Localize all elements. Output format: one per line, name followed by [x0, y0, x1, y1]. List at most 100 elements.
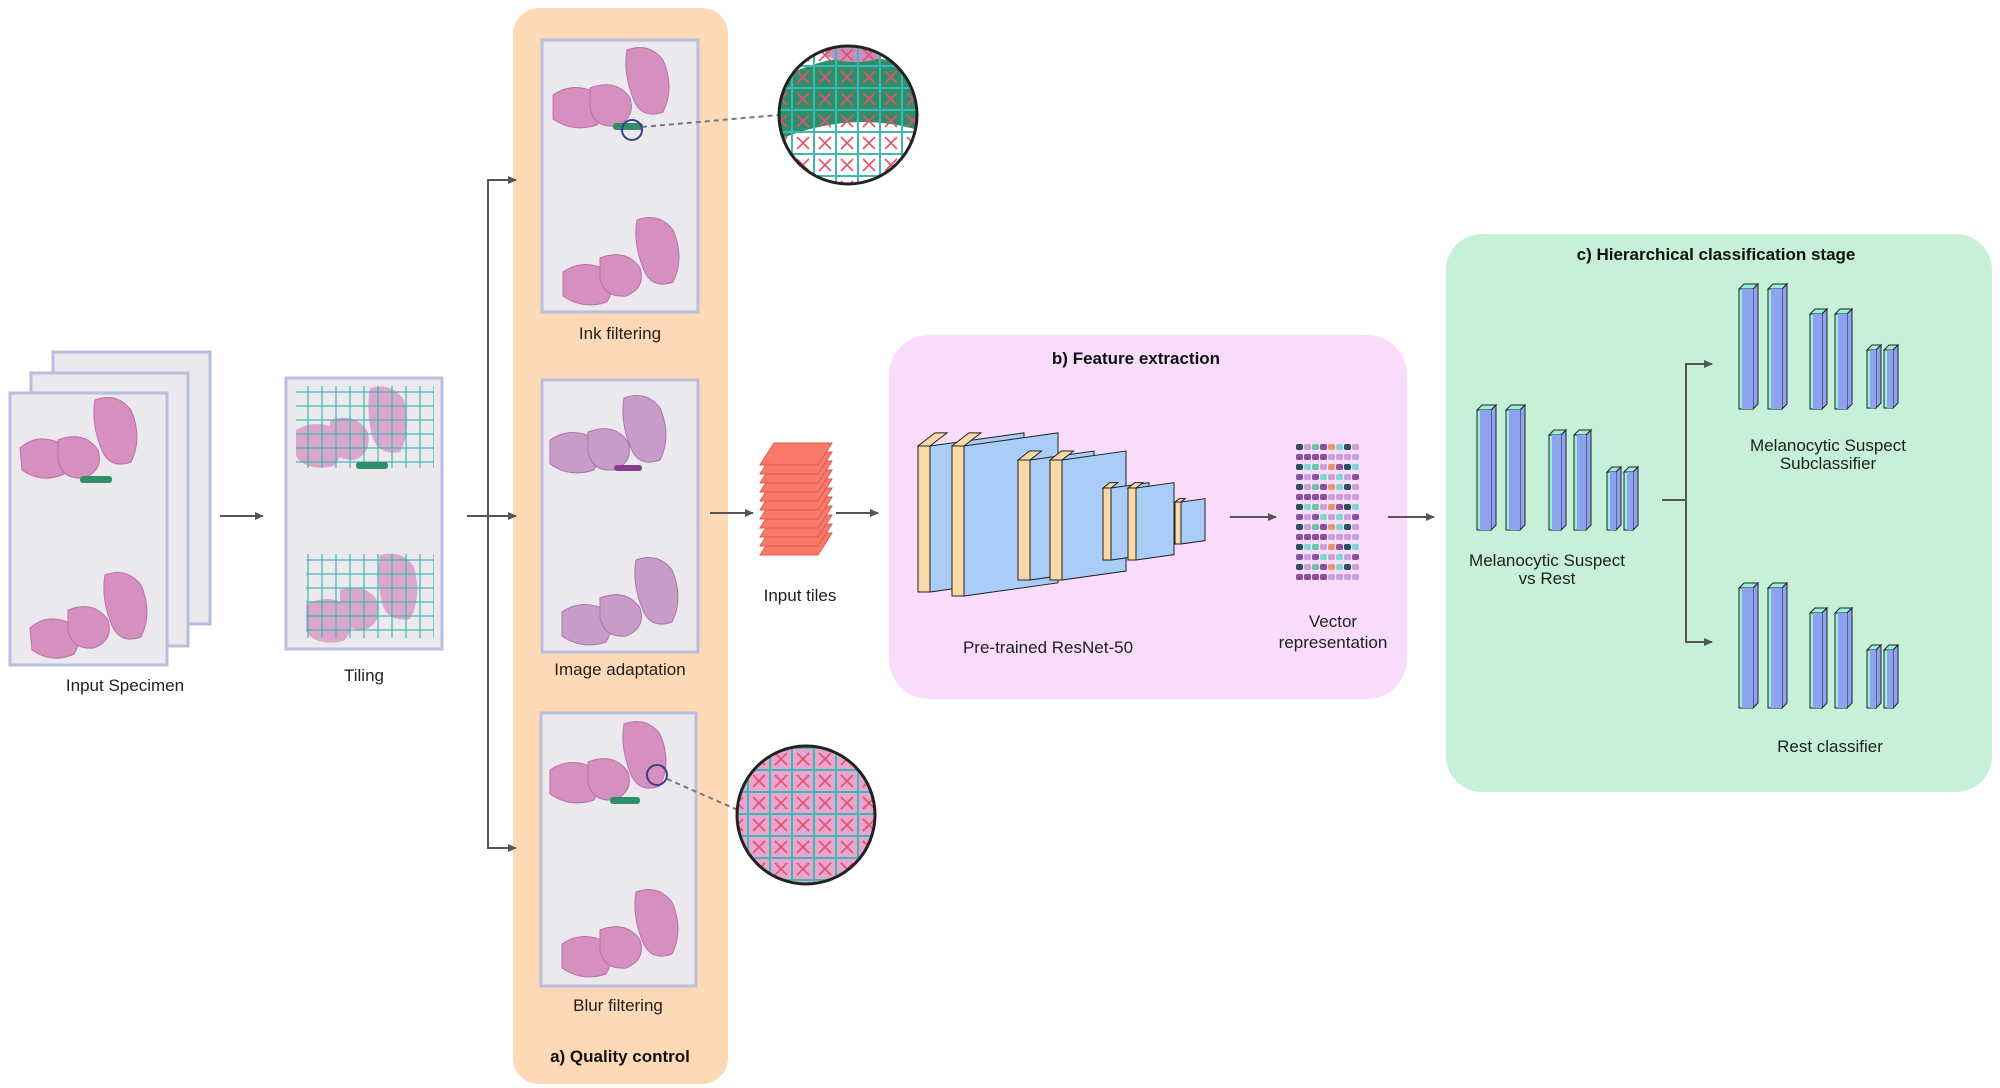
vector-element: [1344, 574, 1351, 580]
vector-element: [1344, 514, 1351, 520]
vector-element: [1328, 544, 1335, 550]
net-block-fill: [1552, 435, 1561, 530]
vector-element: [1344, 494, 1351, 500]
vector-element: [1352, 544, 1359, 550]
mel-vs-rest-label-1: Melanocytic Suspect: [1469, 551, 1625, 570]
vector-element: [1320, 464, 1327, 470]
vector-element: [1304, 564, 1311, 570]
vector-element: [1336, 524, 1343, 530]
net-block-fill: [1838, 613, 1847, 708]
net-block-side: [1821, 606, 1828, 710]
vector-element: [1336, 504, 1343, 510]
vector-element: [1304, 544, 1311, 550]
ink-filtering-slide: [540, 38, 700, 314]
resnet-layer-face: [1180, 498, 1206, 545]
vector-element: [1344, 544, 1351, 550]
net-block-side: [1560, 428, 1567, 532]
net-block-fill: [1480, 410, 1491, 530]
vector-element: [1304, 554, 1311, 560]
vector-element: [1312, 504, 1319, 510]
net-block-fill: [1813, 314, 1822, 409]
vector-element: [1312, 564, 1319, 570]
blur-zoom-circle: [737, 746, 875, 884]
vector-element: [1336, 514, 1343, 520]
vector-element: [1320, 514, 1327, 520]
vector-element: [1352, 474, 1359, 480]
vector-element: [1328, 484, 1335, 490]
resnet-layers: [916, 432, 1206, 597]
vector-element: [1344, 484, 1351, 490]
vector-element: [1352, 454, 1359, 460]
vector-element: [1336, 454, 1343, 460]
vector-element: [1320, 574, 1327, 580]
vector-element: [1312, 484, 1319, 490]
vector-element: [1344, 524, 1351, 530]
vector-element: [1328, 494, 1335, 500]
net-block-fill: [1870, 350, 1876, 408]
tiling-label: Tiling: [344, 666, 384, 685]
rest-classifier-label: Rest classifier: [1777, 737, 1883, 756]
vector-element: [1336, 534, 1343, 540]
net-block-fill: [1577, 435, 1586, 530]
net-block-side: [1519, 403, 1526, 532]
vector-element: [1336, 444, 1343, 450]
vector-element: [1344, 454, 1351, 460]
net-block-fill: [1813, 613, 1822, 708]
vector-element: [1328, 534, 1335, 540]
net-block-fill: [1610, 472, 1616, 530]
vector-element: [1352, 514, 1359, 520]
resnet-layer-side: [1102, 487, 1112, 561]
input-specimen-label: Input Specimen: [66, 676, 184, 695]
classification-title: c) Hierarchical classification stage: [1577, 245, 1856, 264]
vector-label-line2: representation: [1279, 633, 1388, 652]
resnet-layer-side: [1174, 501, 1182, 545]
net-block-side: [1875, 343, 1882, 410]
resnet-layer-side: [917, 445, 931, 593]
blur-zoom-marker: [646, 764, 668, 786]
net-block-side: [1846, 606, 1853, 710]
resnet-layer-side: [1127, 487, 1137, 561]
vector-element: [1296, 564, 1303, 570]
net-block-fill: [1771, 289, 1782, 409]
vector-element: [1304, 484, 1311, 490]
net-block-side: [1875, 643, 1882, 710]
vector-element: [1312, 494, 1319, 500]
ink-zoom-circle: [779, 46, 917, 184]
vector-element: [1320, 524, 1327, 530]
vector-element: [1352, 564, 1359, 570]
blur-filtering-label: Blur filtering: [573, 996, 663, 1015]
vector-element: [1320, 534, 1327, 540]
image-adaptation-label: Image adaptation: [554, 660, 685, 679]
vector-element: [1328, 454, 1335, 460]
vector-element: [1352, 524, 1359, 530]
net-block-side: [1632, 465, 1639, 532]
ink-zoom-line: [641, 114, 779, 128]
vector-element: [1296, 494, 1303, 500]
blur-filtering-slide: [539, 711, 698, 988]
vector-element: [1296, 534, 1303, 540]
feature-extraction-title: b) Feature extraction: [1052, 349, 1220, 368]
vector-element: [1352, 484, 1359, 490]
vector-element: [1304, 464, 1311, 470]
vector-element: [1296, 474, 1303, 480]
ink-zoom-marker: [621, 119, 643, 141]
vector-element: [1320, 564, 1327, 570]
blur-zoom-line: [666, 778, 739, 811]
vector-element: [1296, 574, 1303, 580]
net-block-side: [1752, 282, 1759, 411]
net-block-side: [1615, 465, 1622, 532]
net-block-side: [1846, 307, 1853, 411]
vector-element: [1312, 454, 1319, 460]
vector-element: [1344, 464, 1351, 470]
net-block-fill: [1509, 410, 1520, 530]
net-block-side: [1821, 307, 1828, 411]
vector-element: [1304, 524, 1311, 530]
net-block-side: [1752, 581, 1759, 710]
net-block-side: [1892, 343, 1899, 410]
vector-element: [1312, 534, 1319, 540]
resnet-layer-side: [1017, 459, 1031, 581]
net-block-fill: [1870, 650, 1876, 708]
net-block-fill: [1742, 588, 1753, 708]
vector-element: [1320, 454, 1327, 460]
